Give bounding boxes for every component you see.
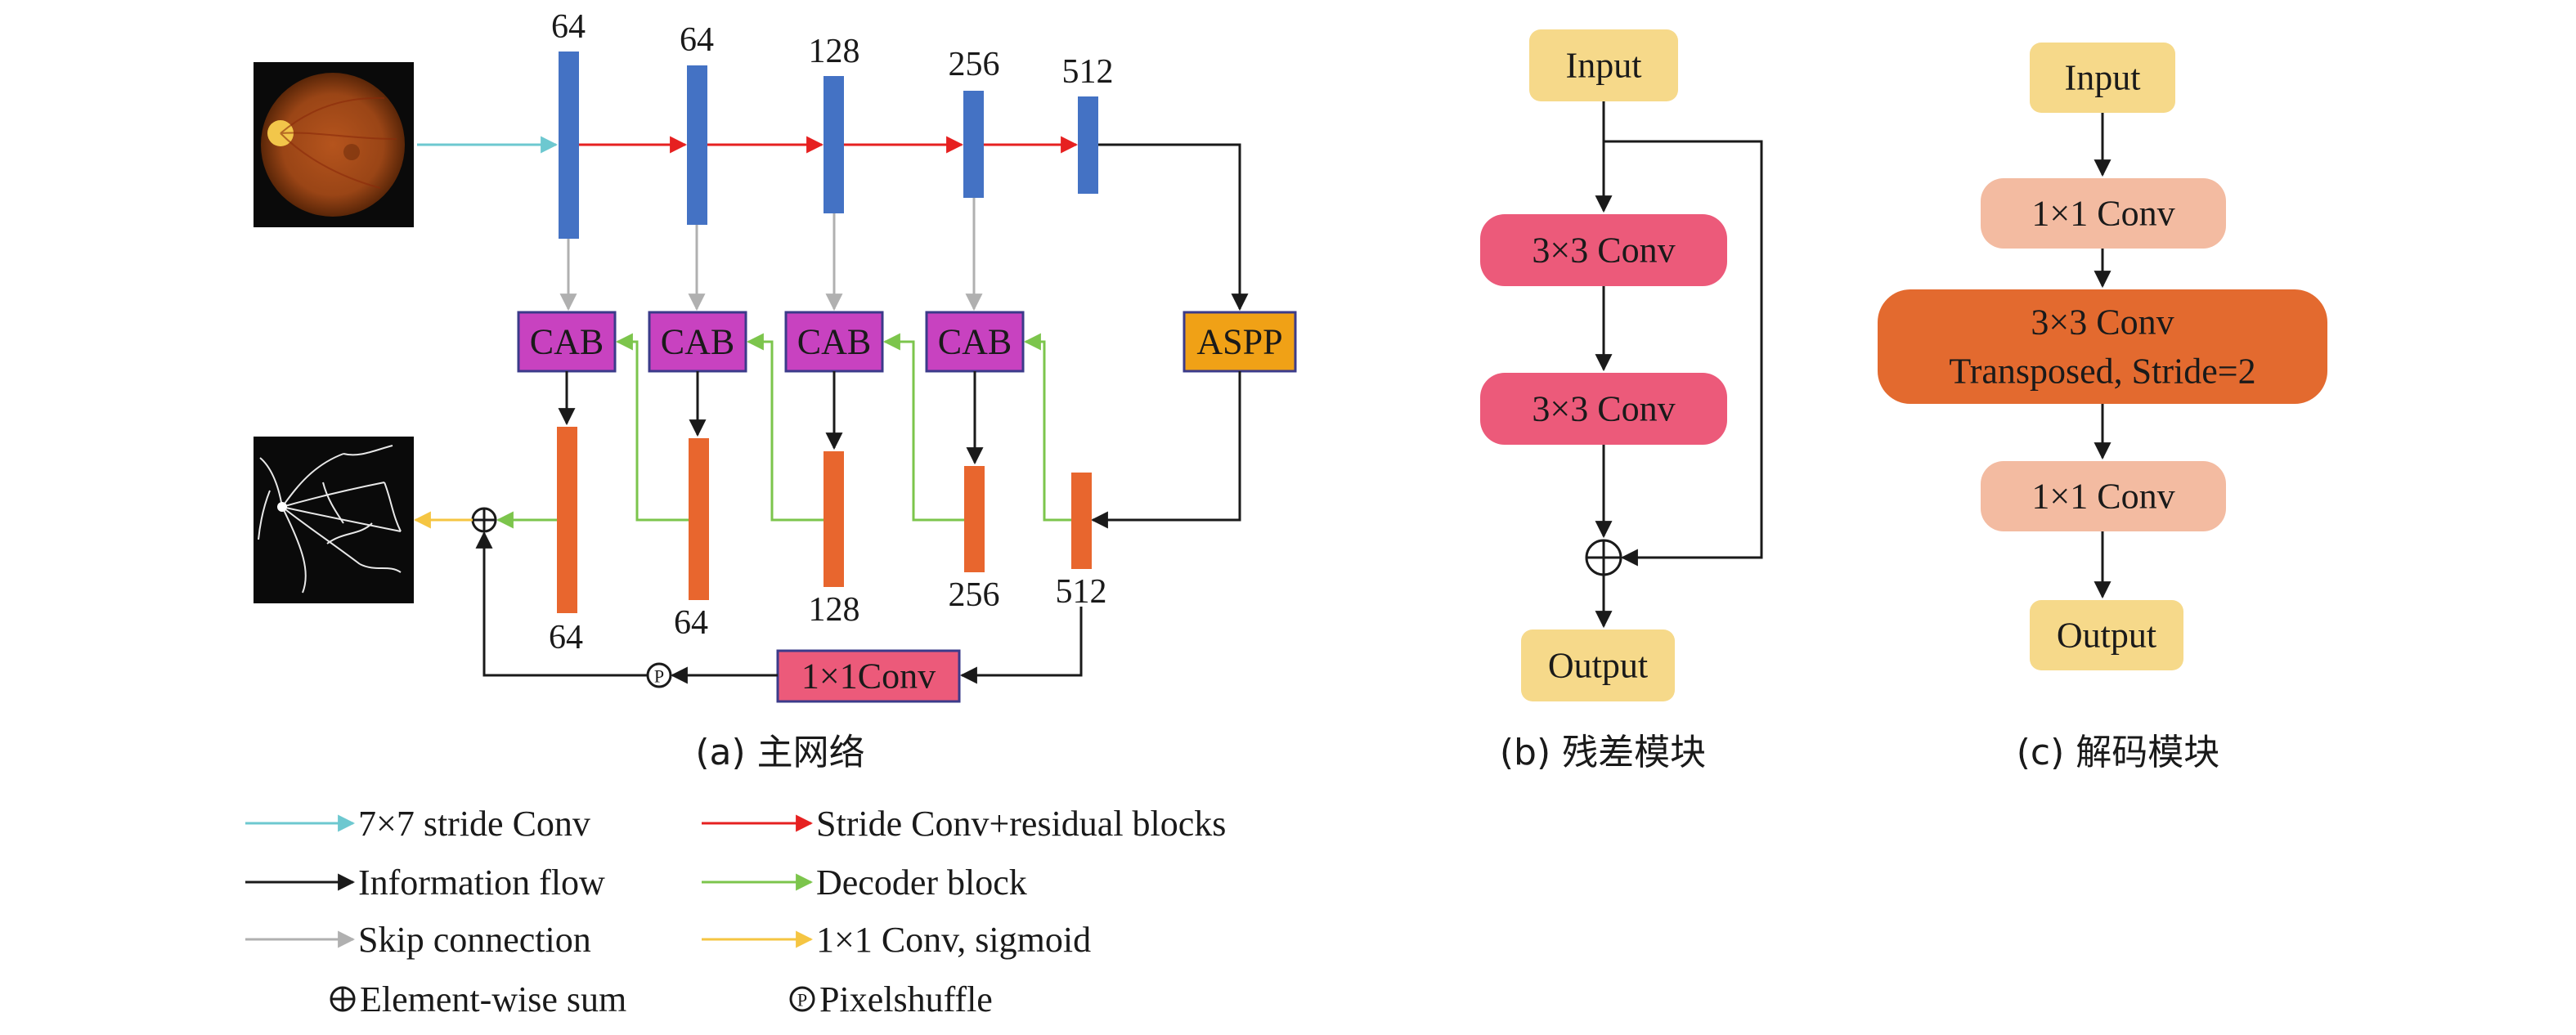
encoder-channel-label: 64 — [680, 21, 714, 59]
decoder-output-box: Output — [2030, 600, 2183, 670]
svg-text:ASPP: ASPP — [1196, 322, 1282, 362]
aspp-to-decoder-flow — [1090, 371, 1241, 529]
residual-input-box: Input — [1529, 29, 1678, 101]
decoder-bar-1 — [557, 427, 577, 613]
legend-item-skip-connection: Skip connection — [245, 920, 591, 960]
residual-output-box: Output — [1521, 630, 1675, 701]
panel-a-main-network: 64 64 128 256 512 CAB CAB — [254, 8, 1297, 773]
encoder-bar-3 — [824, 76, 844, 213]
svg-text:Information flow: Information flow — [358, 862, 605, 903]
svg-text:CAB: CAB — [661, 322, 734, 362]
decoder-conv1x1-b: 1×1 Conv — [1981, 461, 2226, 531]
conv1x1-block: 1×1Conv — [776, 649, 961, 703]
panel-c-caption: (c) 解码模块 — [2017, 732, 2220, 773]
residual-conv-2: 3×3 Conv — [1480, 373, 1727, 445]
decoder-input-box: Input — [2030, 43, 2175, 113]
svg-text:Element-wise sum: Element-wise sum — [360, 979, 626, 1019]
svg-text:7×7 stride Conv: 7×7 stride Conv — [358, 804, 590, 844]
decoder-channel-label: 64 — [674, 604, 708, 642]
legend: 7×7 stride Conv Stride Conv+residual blo… — [245, 804, 1226, 1019]
residual-identity-shortcut — [1604, 140, 1763, 567]
encoder-channel-label: 512 — [1062, 53, 1114, 91]
decoder-channel-label: 256 — [949, 576, 1000, 614]
decoder-channel-label: 512 — [1056, 573, 1107, 611]
decoder-channel-label: 128 — [809, 591, 860, 629]
svg-text:Input: Input — [1566, 46, 1642, 86]
decoder-bar-4 — [964, 466, 985, 572]
vessel-segmentation-output-image — [254, 437, 414, 603]
decoder-bar-5 — [1071, 473, 1092, 569]
encoder-bar-5 — [1078, 96, 1098, 194]
panel-a-caption: (a) 主网络 — [695, 732, 864, 773]
svg-text:Pixelshuffle: Pixelshuffle — [819, 979, 993, 1019]
svg-text:CAB: CAB — [797, 322, 871, 362]
svg-text:Stride Conv+residual blocks: Stride Conv+residual blocks — [816, 804, 1226, 844]
legend-item-decoder-block: Decoder block — [702, 862, 1027, 903]
legend-item-stride7: 7×7 stride Conv — [245, 804, 590, 844]
svg-text:3×3 Conv: 3×3 Conv — [2031, 302, 2174, 343]
decoder-transposed-conv: 3×3 Conv Transposed, Stride=2 — [1878, 289, 2327, 404]
encoder-bar-2 — [687, 65, 707, 225]
decoder-conv1x1-a: 1×1 Conv — [1981, 178, 2226, 249]
svg-text:P: P — [654, 666, 664, 687]
encoder-channel-label: 64 — [551, 8, 586, 46]
residual-conv-1: 3×3 Conv — [1480, 214, 1727, 286]
decoder-block-arrows — [496, 333, 1071, 529]
svg-text:1×1 Conv, sigmoid: 1×1 Conv, sigmoid — [816, 920, 1091, 960]
legend-item-sigmoid: 1×1 Conv, sigmoid — [702, 920, 1091, 960]
element-wise-sum-symbol — [1585, 539, 1622, 576]
encoder-channel-label: 256 — [949, 46, 1000, 83]
decoder-bar-2 — [689, 438, 709, 600]
svg-text:3×3 Conv: 3×3 Conv — [1532, 389, 1675, 429]
cab-block: CAB — [925, 311, 1025, 373]
legend-item-stride-residual: Stride Conv+residual blocks — [702, 804, 1226, 844]
encoder-bar-4 — [963, 91, 984, 198]
encoder-to-aspp-flow — [1098, 143, 1249, 311]
legend-item-information-flow: Information flow — [245, 862, 605, 903]
aspp-block: ASPP — [1183, 311, 1297, 373]
svg-text:1×1 Conv: 1×1 Conv — [2031, 477, 2174, 517]
fundus-input-image — [254, 62, 414, 227]
svg-text:1×1Conv: 1×1Conv — [801, 656, 936, 697]
encoder — [559, 52, 1098, 239]
svg-text:CAB: CAB — [938, 322, 1012, 362]
decoder-channel-label: 64 — [549, 619, 583, 656]
panel-b-caption: (b) 残差模块 — [1500, 732, 1706, 773]
decoder — [557, 427, 1092, 613]
element-wise-sum-symbol — [471, 507, 497, 533]
pixelshuffle-to-sum-flow — [475, 531, 648, 677]
panel-b-residual-module: Input 3×3 Conv 3×3 Conv Output (b) 残差模块 — [1480, 29, 1763, 773]
encoder-bar-1 — [559, 52, 579, 239]
cab-block: CAB — [784, 311, 884, 373]
svg-text:3×3 Conv: 3×3 Conv — [1532, 231, 1675, 271]
svg-text:Skip connection: Skip connection — [358, 920, 591, 960]
cab-block: CAB — [648, 311, 747, 373]
panel-c-decoder-module: Input 1×1 Conv 3×3 Conv Transposed, Stri… — [1878, 43, 2327, 773]
decoder-bar-3 — [824, 451, 844, 587]
legend-item-element-wise-sum: Element-wise sum — [330, 979, 626, 1019]
pixelshuffle-symbol: P — [646, 662, 672, 688]
encoder-channel-label: 128 — [809, 33, 860, 70]
svg-text:1×1 Conv: 1×1 Conv — [2031, 194, 2174, 234]
cab-block: CAB — [517, 311, 617, 373]
svg-text:Transposed, Stride=2: Transposed, Stride=2 — [1949, 352, 2255, 392]
svg-text:CAB: CAB — [530, 322, 604, 362]
skip-connection-arrows — [559, 198, 983, 311]
information-flow-arrows — [558, 371, 984, 465]
decoder-to-conv1x1-flow — [959, 607, 1083, 684]
legend-item-pixelshuffle: P Pixelshuffle — [789, 979, 993, 1019]
svg-text:Output: Output — [1548, 646, 1648, 686]
svg-text:Decoder block: Decoder block — [816, 862, 1027, 903]
svg-text:Input: Input — [2065, 58, 2141, 98]
svg-text:P: P — [797, 990, 807, 1010]
svg-text:Output: Output — [2057, 616, 2156, 656]
